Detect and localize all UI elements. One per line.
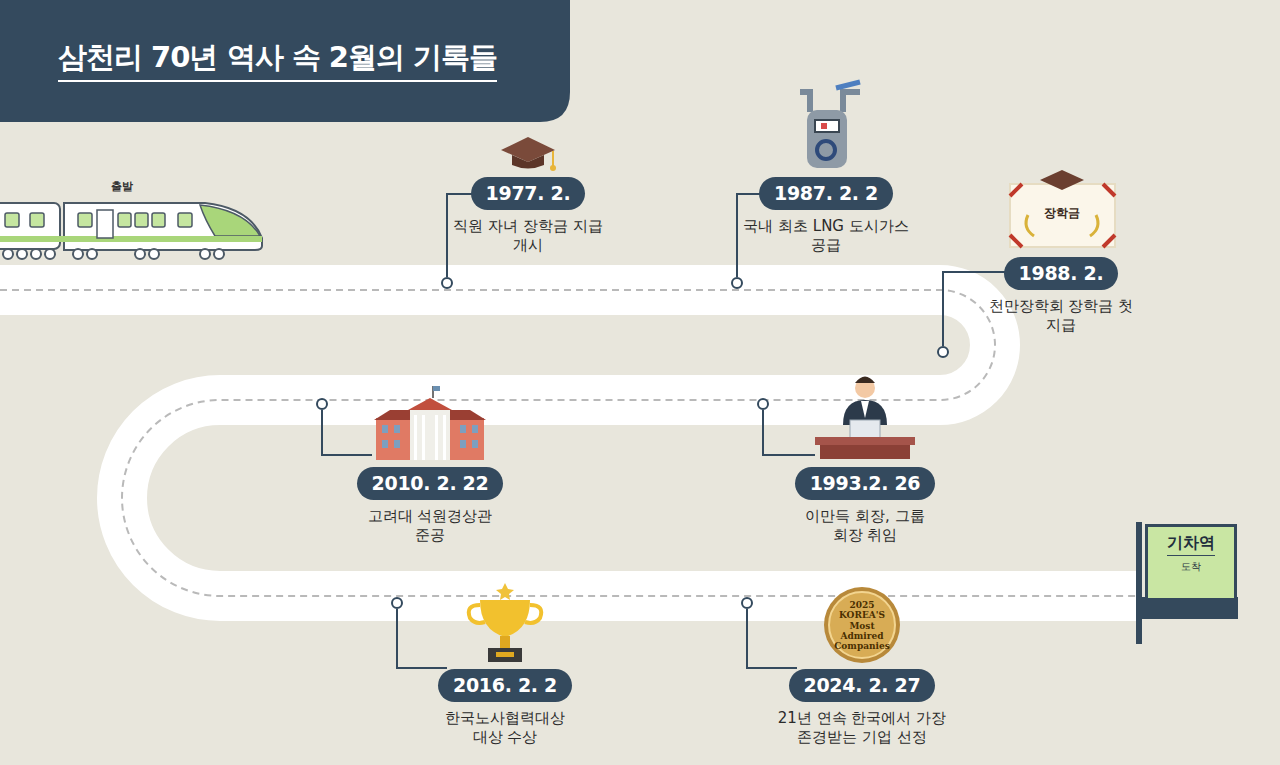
illustration-label: 출발 (102, 181, 142, 194)
event-description: 21년 연속 한국에서 가장 존경받는 기업 선정 (762, 709, 962, 747)
diagram-title: 삼천리 70년 역사 속 2월의 기록들 (58, 38, 497, 82)
title-panel (0, 0, 570, 122)
station-sign-post (1136, 522, 1238, 644)
timeline-event: 1977. 2. 직원 자녀 장학금 지급 개시 (453, 177, 603, 255)
illustration-label: 장학금 (1032, 207, 1092, 221)
event-description: 직원 자녀 장학금 지급 개시 (453, 217, 603, 255)
award-badge (824, 587, 900, 663)
timeline-event: 1993.2. 26 이만득 회장, 그룹 회장 취임 (790, 467, 940, 545)
event-description: 국내 최초 LNG 도시가스 공급 (741, 217, 911, 255)
chairman-icon (815, 377, 915, 460)
timeline-event: 1988. 2. 천만장학회 장학금 첫 지급 (986, 257, 1136, 335)
road-centerline (0, 290, 1140, 596)
date-pill: 1977. 2. (471, 177, 586, 210)
date-pill: 2016. 2. 2 (438, 669, 572, 702)
timeline-event: 2010. 2. 22고려대 석원경상관 준공 (360, 467, 500, 545)
road (0, 290, 1140, 596)
building-icon (374, 386, 486, 460)
train (0, 203, 262, 259)
date-pill: 2010. 2. 22 (357, 467, 504, 500)
sign-title: 기차역 (1167, 533, 1215, 556)
date-pill: 2024. 2. 27 (789, 669, 936, 702)
timeline-event: 2024. 2. 27 21년 연속 한국에서 가장 존경받는 기업 선정 (762, 669, 962, 747)
scholarship-certificate-icon (1010, 170, 1115, 247)
timeline-event: 1987. 2. 2 국내 최초 LNG 도시가스 공급 (741, 177, 911, 255)
sign-subtitle: 도착 (1181, 560, 1201, 574)
gas-meter-icon (800, 82, 860, 168)
date-pill: 1987. 2. 2 (759, 177, 893, 210)
date-pill: 1988. 2. (1004, 257, 1119, 290)
event-description: 고려대 석원경상관 준공 (360, 507, 500, 545)
leader-lines (322, 194, 1008, 668)
timeline-event: 2016. 2. 2 한국노사협력대상 대상 수상 (430, 669, 580, 747)
event-description: 천만장학회 장학금 첫 지급 (986, 297, 1136, 335)
station-sign: 기차역도착 (1145, 524, 1237, 601)
event-description: 한국노사협력대상 대상 수상 (430, 709, 580, 747)
event-description: 이만득 회장, 그룹 회장 취임 (790, 507, 940, 545)
road-dots (317, 278, 948, 608)
graduation-cap-icon (501, 137, 556, 171)
date-pill: 1993.2. 26 (795, 467, 936, 500)
trophy-icon (469, 583, 542, 662)
illustration-label: 2025 KOREA'S Most Admired Companies (831, 600, 893, 652)
